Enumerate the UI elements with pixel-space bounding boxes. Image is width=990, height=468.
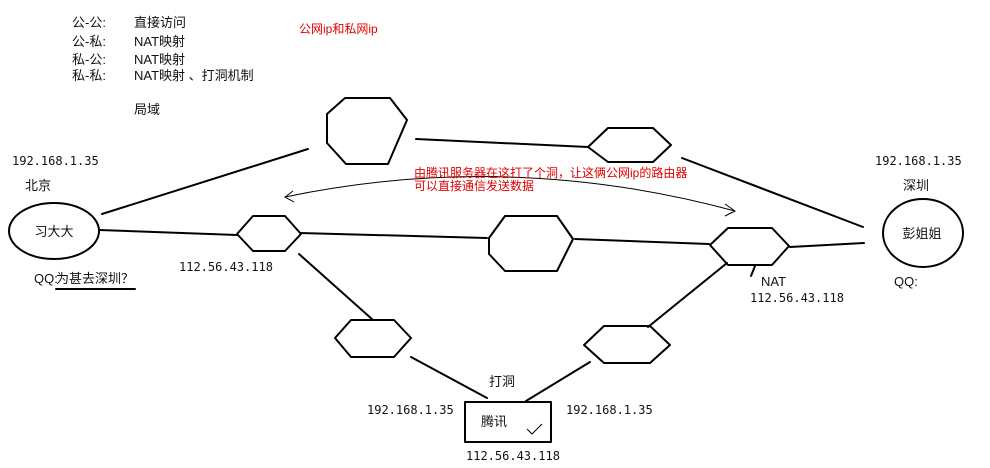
arrow-head-left [284, 190, 295, 203]
router-middle-hex [488, 215, 574, 272]
right-user-qq-label: QQ: [894, 274, 918, 289]
line-top-right-hex-to-right-user [681, 157, 864, 228]
line-left-user-to-left-router [98, 229, 238, 236]
legend-key-4: 私-私: [72, 68, 106, 83]
router-left-hex [236, 215, 302, 252]
legend-value-1: 直接访问 [134, 15, 186, 30]
left-user: 192.168.1.35 北京 习大大 QQ: 为甚去深圳？ [8, 154, 136, 290]
arrow-head-right [724, 203, 736, 217]
hole-punch-note: 由腾讯服务器在这打了个洞，让这俩公网ip的路由器 可以直接通信发送数据 [414, 165, 687, 193]
legend-key-2: 公-私: [72, 34, 106, 49]
line-lower-right-hex-to-server [525, 361, 591, 402]
note-line-2: 可以直接通信发送数据 [414, 178, 534, 193]
diagram-title: 公网ip和私网ip [299, 22, 378, 36]
right-user: 192.168.1.35 深圳 彭姐姐 QQ: [875, 154, 964, 289]
check-icon [526, 423, 543, 435]
left-user-qq-label: QQ: [34, 271, 58, 286]
line-left-router-to-middle-hex [299, 232, 488, 239]
legend-key-3: 私-公: [72, 52, 106, 67]
router-top-right-hex [587, 127, 672, 163]
note-line-1: 由腾讯服务器在这打了个洞，让这俩公网ip的路由器 [414, 165, 687, 180]
router-top-left-hex [326, 97, 408, 165]
left-user-city: 北京 [25, 178, 51, 193]
right-router-ip: 112.56.43.118 [750, 291, 844, 305]
server-punch-label: 打洞 [489, 374, 515, 389]
legend-value-2: NAT映射 [134, 34, 185, 49]
server-right-ip: 192.168.1.35 [566, 403, 653, 417]
server-box [464, 401, 552, 443]
line-middle-hex-to-right-router [574, 238, 710, 245]
line-right-router-to-right-user [789, 242, 865, 248]
legend-extra: 局域 [134, 102, 160, 117]
tencent-server: 打洞 192.168.1.35 192.168.1.35 腾讯 112.56.4… [367, 374, 653, 463]
server-name: 腾讯 [481, 414, 507, 429]
left-user-ip: 192.168.1.35 [12, 154, 99, 168]
right-user-ip: 192.168.1.35 [875, 154, 962, 168]
curved-arrow-path [284, 176, 736, 212]
router-lower-left-hex [334, 319, 412, 358]
line-top-hex-to-top-right-hex [415, 138, 589, 148]
line-lower-left-hex-to-server [410, 356, 488, 399]
right-router-nat-label: NAT [761, 274, 786, 289]
hole-punch-arrow [284, 176, 736, 217]
left-user-qq-text: 为甚去深圳？ [56, 271, 134, 286]
legend-value-4: NAT映射 、打洞机制 [134, 68, 254, 83]
right-user-city: 深圳 [903, 178, 929, 193]
routers [236, 97, 790, 364]
router-right-hex [709, 227, 790, 266]
line-left-user-to-top-hex [101, 148, 309, 215]
right-user-node [882, 198, 964, 268]
legend: 公-公: 直接访问 公-私: NAT映射 私-公: NAT映射 私-私: NAT… [72, 15, 254, 117]
server-left-ip: 192.168.1.35 [367, 403, 454, 417]
router-lower-right-hex [583, 325, 671, 364]
legend-key-1: 公-公: [72, 15, 106, 30]
left-user-node [8, 202, 100, 260]
legend-value-3: NAT映射 [134, 52, 185, 67]
connections [98, 138, 865, 402]
right-user-name: 彭姐姐 [902, 226, 941, 241]
server-bottom-ip: 112.56.43.118 [466, 449, 560, 463]
left-router-ip: 112.56.43.118 [179, 260, 273, 274]
line-left-router-to-lower-left-hex [298, 253, 374, 321]
line-nat-tick [750, 265, 756, 277]
left-user-name: 习大大 [34, 224, 73, 239]
line-lower-right-hex-to-right-router [647, 262, 728, 328]
